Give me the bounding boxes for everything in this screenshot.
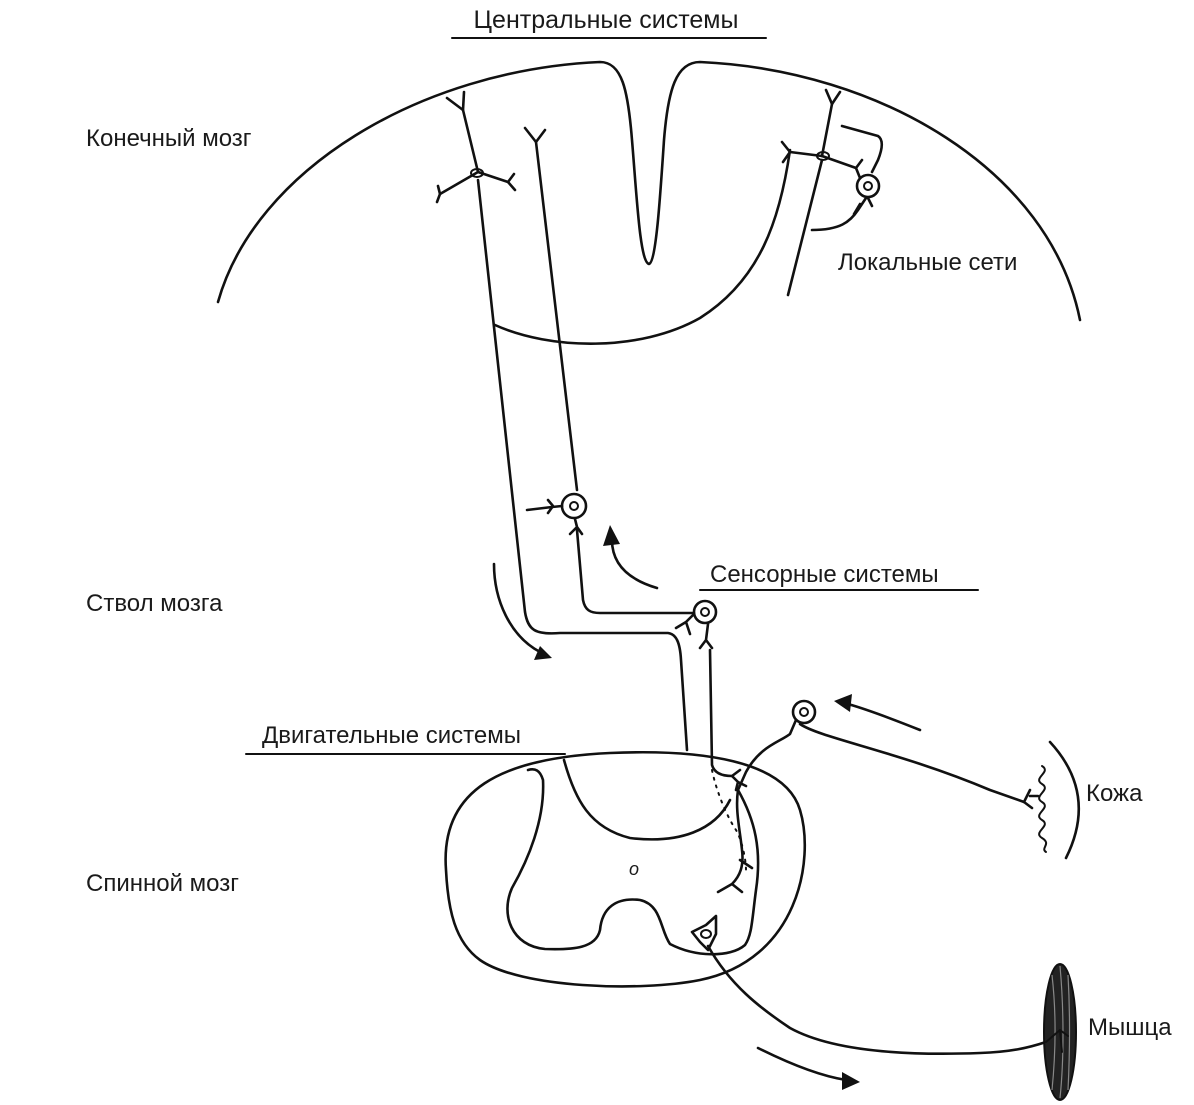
telencephalon-label: Конечный мозг xyxy=(86,125,252,152)
cortical-pyramidal-neuron-left xyxy=(435,90,517,204)
motor-neuron xyxy=(690,914,718,952)
muscle xyxy=(1043,963,1077,1101)
dorsal-horn-interneuron xyxy=(716,788,754,894)
local-network-interneuron xyxy=(810,124,884,232)
cortex-inner-boundary xyxy=(493,148,792,345)
skin-label: Кожа xyxy=(1086,780,1143,807)
spinal-grey-matter xyxy=(506,758,760,956)
cortical-neuron-right xyxy=(780,88,864,297)
ascending-sensory-fiber xyxy=(534,140,579,492)
sensory-fiber-to-relay xyxy=(575,528,696,615)
spinal-cord-label: Спинной мозг xyxy=(86,870,239,897)
descending-axon-left xyxy=(476,178,689,752)
efferent-muscle-arrow xyxy=(756,1046,860,1090)
afferent-skin-arrow xyxy=(834,694,922,732)
motor-axon-to-muscle xyxy=(706,944,1048,1056)
fiber-top-fork xyxy=(523,126,547,144)
local-networks-label: Локальные сети xyxy=(838,249,1017,276)
sensory-ganglion-neuron-skin xyxy=(736,699,1040,810)
sensory-systems-label: Сенсорные системы xyxy=(710,561,939,588)
muscle-label: Мышца xyxy=(1088,1014,1172,1041)
central-systems-label: Центральные системы xyxy=(474,6,739,34)
sensory-ganglion-neuron-upper xyxy=(674,599,718,650)
ascending-sensory-arrow xyxy=(603,525,659,590)
brainstem-label: Ствол мозга xyxy=(86,590,223,617)
motor-systems-label: Двигательные системы xyxy=(262,722,521,749)
central-canal-mark: o xyxy=(629,859,639,879)
brainstem-relay-neuron xyxy=(525,492,588,536)
skin-receptor xyxy=(1038,740,1080,860)
spinal-cord-outline xyxy=(444,750,807,988)
telencephalon-outline xyxy=(216,60,1082,322)
descending-motor-arrow xyxy=(492,562,552,660)
dotted-pathway xyxy=(711,769,747,871)
